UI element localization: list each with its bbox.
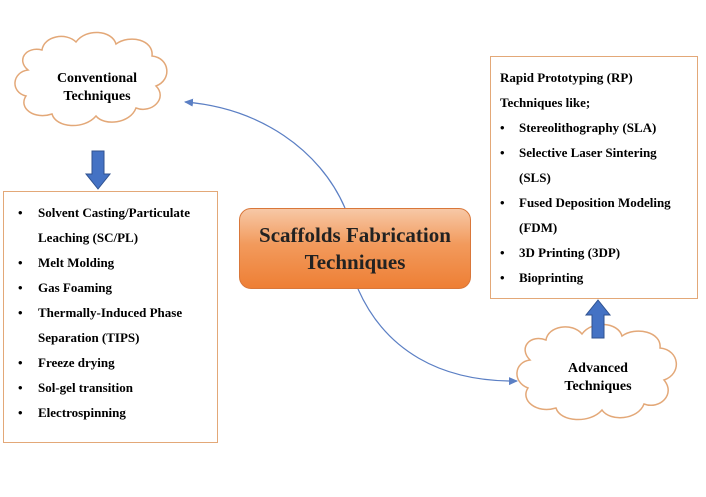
down-arrow xyxy=(84,150,112,190)
technique-item-line: Bioprinting xyxy=(519,270,584,285)
technique-item-line: Gas Foaming xyxy=(38,280,113,295)
technique-item: • Fused Deposition Modeling (FDM) xyxy=(500,190,693,240)
technique-item-line: Sol-gel transition xyxy=(38,380,133,395)
technique-item: • Bioprinting xyxy=(500,265,693,290)
bullet-icon: • xyxy=(500,245,505,260)
technique-item-line: Leaching (SC/PL) xyxy=(38,230,139,245)
advanced-label-line2: Techniques xyxy=(564,379,632,394)
bullet-icon: • xyxy=(18,405,23,420)
technique-item-line: Separation (TIPS) xyxy=(38,330,140,345)
rp-intro-line2: Techniques like; xyxy=(500,95,591,110)
advanced-techniques-box: Rapid Prototyping (RP) Techniques like; … xyxy=(490,56,698,299)
technique-item-line: 3D Printing (3DP) xyxy=(519,245,621,260)
bullet-icon: • xyxy=(18,305,23,320)
bullet-icon: • xyxy=(500,270,505,285)
technique-item-line: (SLS) xyxy=(519,170,551,185)
technique-item: • 3D Printing (3DP) xyxy=(500,240,693,265)
bullet-icon: • xyxy=(18,255,23,270)
central-title-line2: Techniques xyxy=(304,249,406,274)
technique-item-line: (FDM) xyxy=(519,220,558,235)
up-arrow xyxy=(584,299,612,339)
technique-item-line: Freeze drying xyxy=(38,355,115,370)
technique-item-line: Melt Molding xyxy=(38,255,115,270)
technique-item: • Selective Laser Sintering (SLS) xyxy=(500,140,693,190)
technique-item: • Sol-gel transition xyxy=(18,375,213,400)
central-topic-title: Scaffolds Fabrication Techniques xyxy=(259,222,451,276)
technique-item: • Gas Foaming xyxy=(18,275,213,300)
bullet-icon: • xyxy=(500,120,505,135)
advanced-cloud xyxy=(516,323,677,421)
bullet-icon: • xyxy=(18,355,23,370)
advanced-label-line1: Advanced xyxy=(568,361,628,376)
central-topic-box: Scaffolds Fabrication Techniques xyxy=(239,208,471,289)
bullet-icon: • xyxy=(500,145,505,160)
technique-item-line: Solvent Casting/Particulate xyxy=(38,205,191,220)
conventional-cloud-label: Conventional Techniques xyxy=(32,70,162,106)
technique-item-line: Electrospinning xyxy=(38,405,126,420)
connector-to-conventional xyxy=(184,98,346,209)
advanced-cloud-label: Advanced Techniques xyxy=(540,360,656,396)
technique-item-line: Selective Laser Sintering xyxy=(519,145,657,160)
bullet-icon: • xyxy=(18,205,23,220)
bullet-icon: • xyxy=(18,380,23,395)
technique-item-line: Stereolithography (SLA) xyxy=(519,120,657,135)
central-title-line1: Scaffolds Fabrication xyxy=(259,222,451,247)
conventional-label-line1: Conventional xyxy=(56,71,138,86)
conventional-label-line2: Techniques xyxy=(63,89,131,104)
rp-intro-line1: Rapid Prototyping (RP) xyxy=(500,70,633,85)
connector-to-advanced xyxy=(357,288,518,386)
technique-item: • Melt Molding xyxy=(18,250,213,275)
bullet-icon: • xyxy=(500,195,505,210)
technique-item: • Stereolithography (SLA) xyxy=(500,115,693,140)
technique-item-line: Fused Deposition Modeling xyxy=(519,195,671,210)
technique-item: • Freeze drying xyxy=(18,350,213,375)
conventional-cloud xyxy=(14,31,168,127)
technique-item-line: Thermally-Induced Phase xyxy=(38,305,183,320)
advanced-techniques-list: • Stereolithography (SLA) • Selective Laser… xyxy=(500,115,693,290)
technique-item: • Electrospinning xyxy=(18,400,213,425)
bullet-icon: • xyxy=(18,280,23,295)
